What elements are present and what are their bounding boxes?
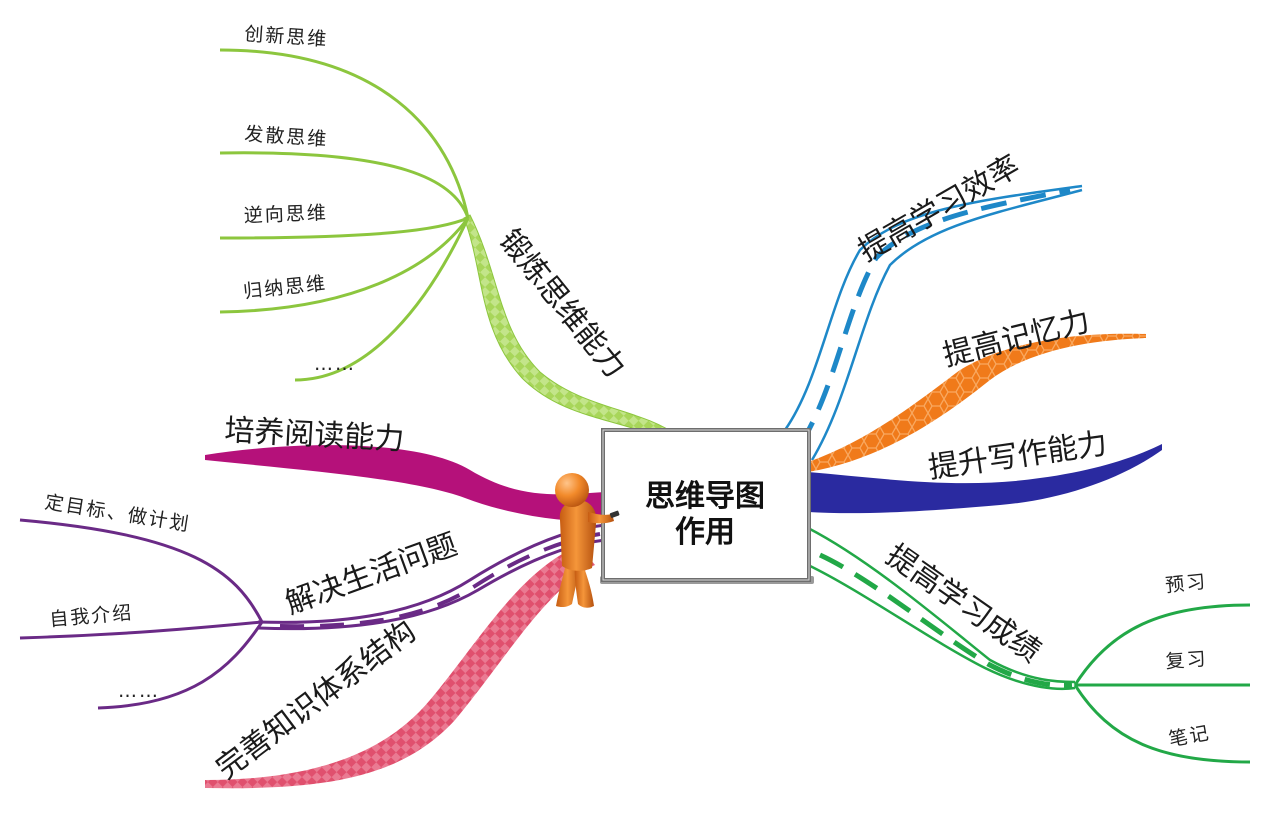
thinking-leaf-divergent: 发散思维 [244, 123, 329, 151]
branch-grades: 提高学习成绩 预习 复习 笔记 [808, 528, 1250, 762]
life-leaf-more: …… [118, 680, 160, 702]
branch-reading: 培养阅读能力 [205, 413, 605, 522]
thinking-leaf-reverse: 逆向思维 [243, 202, 328, 227]
grades-leaf-lines [1075, 605, 1250, 762]
grades-leaf-notes: 笔记 [1167, 722, 1212, 751]
branch-life-label: 解决生活问题 [281, 527, 462, 621]
grades-leaf-review: 复习 [1165, 648, 1208, 673]
life-leaf-plan: 定目标、做计划 [43, 491, 192, 536]
central-topic-line2: 作用 [675, 515, 735, 550]
central-topic-line1: 思维导图 [645, 479, 765, 514]
branch-reading-shape [205, 445, 605, 522]
branch-efficiency-label: 提高学习效率 [853, 149, 1026, 269]
branch-thinking: 锻炼思维能力 创新思维 发散思维 逆向思维 归纳思维 …… [220, 23, 678, 436]
thinking-leaf-more: …… [314, 353, 356, 375]
life-leaf-introduce: 自我介绍 [49, 602, 135, 631]
thinking-leaf-inductive: 归纳思维 [242, 272, 328, 303]
grades-leaf-preview: 预习 [1164, 571, 1208, 597]
thinking-leaf-innovative: 创新思维 [244, 23, 329, 51]
